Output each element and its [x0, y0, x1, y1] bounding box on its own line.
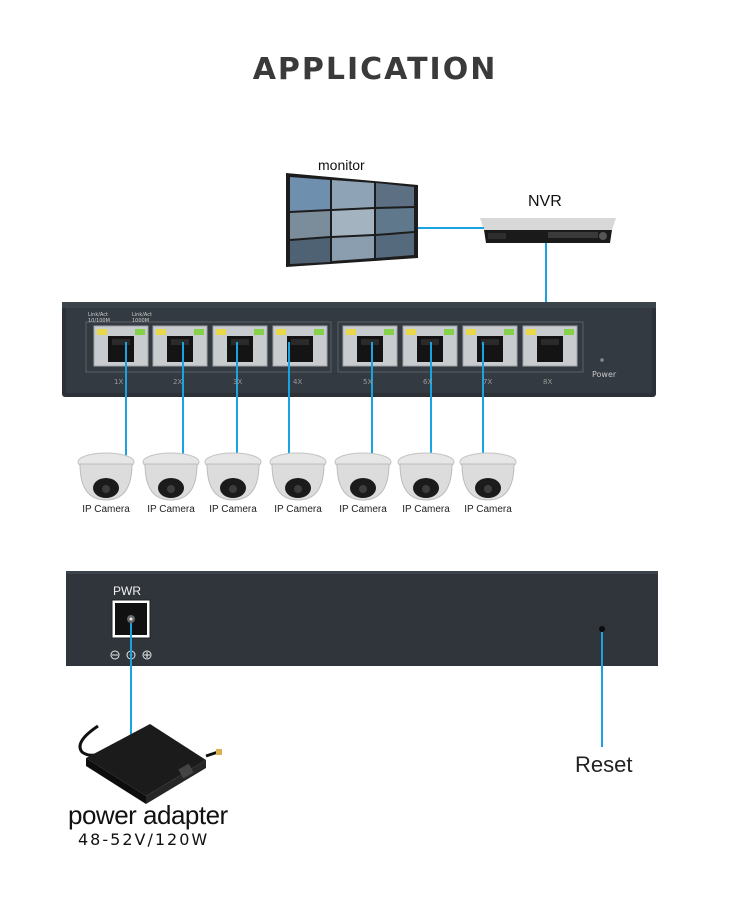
dome-camera-icon [334, 452, 392, 501]
poe-switch-rear [66, 571, 658, 666]
camera-label-6: IP Camera [402, 504, 450, 515]
rj45-port-8 [522, 325, 578, 367]
dome-camera-icon [459, 452, 517, 501]
pwr-label: PWR [113, 584, 141, 598]
port-label-1: 1X [114, 378, 124, 386]
port-label-6: 6X [423, 378, 433, 386]
rj45-port-5 [342, 325, 398, 367]
rj45-port-1 [93, 325, 149, 367]
rj45-port-4 [272, 325, 328, 367]
power-adapter-label: power adapter [68, 800, 228, 830]
dome-camera-icon [142, 452, 200, 501]
nvr-label: NVR [528, 193, 562, 210]
camera-label-1: IP Camera [82, 504, 130, 515]
camera-label-5: IP Camera [339, 504, 387, 515]
reset-label: Reset [575, 752, 633, 777]
power-adapter-spec: 48-52V/120W [78, 830, 210, 849]
port-label-2: 2X [173, 378, 183, 386]
dome-camera-icon [204, 452, 262, 501]
camera-label-7: IP Camera [464, 504, 512, 515]
camera-label-2: IP Camera [147, 504, 195, 515]
port-label-4: 4X [293, 378, 303, 386]
monitor-label: monitor [318, 157, 365, 173]
ip-cameras [77, 452, 517, 501]
camera-label-3: IP Camera [209, 504, 257, 515]
nvr-device [480, 218, 616, 243]
dome-camera-icon [397, 452, 455, 501]
dome-camera-icon [269, 452, 327, 501]
power-led-icon [600, 358, 604, 362]
dome-camera-icon [77, 452, 135, 501]
page-title: APPLICATION [252, 52, 498, 87]
rj45-ports [93, 325, 578, 367]
rj45-port-7 [462, 325, 518, 367]
rj45-port-3 [212, 325, 268, 367]
power-adapter-icon [78, 724, 222, 804]
port-label-3: 3X [233, 378, 243, 386]
rj45-port-2 [152, 325, 208, 367]
port-label-7: 7X [483, 378, 493, 386]
monitor-video-wall [286, 173, 418, 267]
power-label: Power [592, 370, 617, 379]
camera-cables [125, 342, 484, 458]
port-label-8: 8X [543, 378, 553, 386]
camera-label-4: IP Camera [274, 504, 322, 515]
port-label-5: 5X [363, 378, 373, 386]
